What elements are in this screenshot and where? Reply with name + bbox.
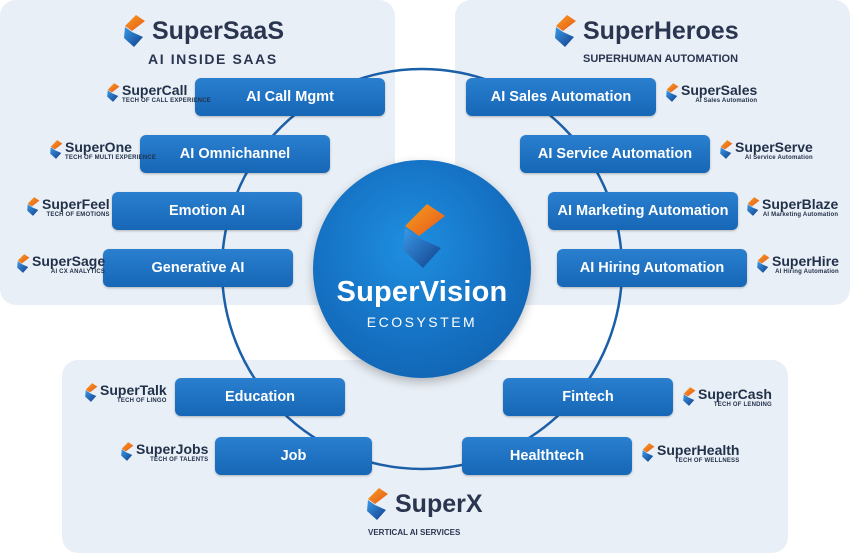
job-pill[interactable]: Job <box>215 437 372 475</box>
superhire-tag: AI Hiring Automation <box>775 269 839 275</box>
superserve-name: SuperServe <box>735 139 813 155</box>
supersales-brand: SuperSales AI Sales Automation <box>665 83 757 104</box>
superone-name: SuperOne <box>65 139 132 155</box>
ai-call-mgmt-pill[interactable]: AI Call Mgmt <box>195 78 385 116</box>
superjobs-brand: SuperJobs TECH OF TALENTS <box>120 442 208 463</box>
superone-brand: SuperOne TECH OF MULTI EXPERIENCE <box>49 140 156 161</box>
superfeel-name: SuperFeel <box>42 196 110 212</box>
supersaas-heading: SuperSaaS <box>122 15 284 47</box>
superheroes-logo-icon <box>553 15 577 47</box>
superhealth-tag: TECH OF WELLNESS <box>674 458 740 464</box>
superx-logo-icon <box>365 488 389 520</box>
healthtech-pill[interactable]: Healthtech <box>462 437 632 475</box>
superhealth-name: SuperHealth <box>657 442 740 458</box>
superx-tagline: VERTICAL AI SERVICES <box>368 528 461 537</box>
supertalk-name: SuperTalk <box>100 382 167 398</box>
superblaze-tag: AI Marketing Automation <box>762 212 839 218</box>
superone-logo-icon <box>49 140 63 159</box>
superblaze-logo-icon <box>746 197 760 216</box>
supercall-brand: SuperCall TECH OF CALL EXPERIENCE <box>106 83 211 104</box>
ai-omnichannel-pill[interactable]: AI Omnichannel <box>140 135 330 173</box>
superheroes-name: SuperHeroes <box>583 16 739 45</box>
ai-marketing-automation-pill[interactable]: AI Marketing Automation <box>548 192 738 230</box>
superhealth-logo-icon <box>641 443 655 462</box>
supercash-tag: TECH OF LENDING <box>713 402 772 408</box>
supertalk-logo-icon <box>84 383 98 402</box>
supercash-name: SuperCash <box>698 386 772 402</box>
supersales-name: SuperSales <box>681 82 758 98</box>
supersales-logo-icon <box>665 83 679 102</box>
superheroes-heading: SuperHeroes <box>553 15 739 47</box>
supersage-tag: AI CX ANALYTICS <box>50 269 106 275</box>
superserve-tag: AI Service Automation <box>744 155 813 161</box>
supersage-name: SuperSage <box>32 253 106 269</box>
superfeel-logo-icon <box>26 197 40 216</box>
superjobs-logo-icon <box>120 442 134 461</box>
ai-service-automation-pill[interactable]: AI Service Automation <box>520 135 710 173</box>
supercall-name: SuperCall <box>122 82 188 98</box>
ai-sales-automation-pill[interactable]: AI Sales Automation <box>466 78 656 116</box>
superjobs-name: SuperJobs <box>136 441 209 457</box>
superhire-logo-icon <box>756 254 770 273</box>
superblaze-brand: SuperBlaze AI Marketing Automation <box>746 197 838 218</box>
fintech-pill[interactable]: Fintech <box>503 378 673 416</box>
supercash-brand: SuperCash TECH OF LENDING <box>682 387 772 408</box>
superhealth-brand: SuperHealth TECH OF WELLNESS <box>641 443 739 464</box>
superhire-name: SuperHire <box>772 253 839 269</box>
superblaze-name: SuperBlaze <box>762 196 839 212</box>
superhire-brand: SuperHire AI Hiring Automation <box>756 254 839 275</box>
superx-name: SuperX <box>395 489 483 518</box>
superheroes-tagline: SUPERHUMAN AUTOMATION <box>583 53 739 65</box>
superserve-brand: SuperServe AI Service Automation <box>719 140 813 161</box>
supertalk-tag: TECH OF LINGO <box>117 398 167 404</box>
ai-hiring-automation-pill[interactable]: AI Hiring Automation <box>557 249 747 287</box>
supervision-center-circle: SuperVision ECOSYSTEM <box>313 160 531 378</box>
superjobs-tag: TECH OF TALENTS <box>150 457 209 463</box>
superone-tag: TECH OF MULTI EXPERIENCE <box>65 155 157 161</box>
supersaas-logo-icon <box>122 15 146 47</box>
supervision-logo-icon <box>399 204 447 268</box>
superx-heading: SuperX <box>365 488 483 520</box>
supersage-brand: SuperSage AI CX ANALYTICS <box>16 254 105 275</box>
superserve-logo-icon <box>719 140 733 159</box>
center-title: SuperVision <box>336 276 508 308</box>
center-subtitle: ECOSYSTEM <box>366 314 478 330</box>
supercall-tag: TECH OF CALL EXPERIENCE <box>122 98 211 104</box>
supercall-logo-icon <box>106 83 120 102</box>
emotion-ai-pill[interactable]: Emotion AI <box>112 192 302 230</box>
generative-ai-pill[interactable]: Generative AI <box>103 249 293 287</box>
supercash-logo-icon <box>682 387 696 406</box>
supersales-tag: AI Sales Automation <box>695 98 758 104</box>
supersaas-name: SuperSaaS <box>152 16 285 45</box>
superfeel-tag: TECH OF EMOTIONS <box>46 212 110 218</box>
supersage-logo-icon <box>16 254 30 273</box>
supertalk-brand: SuperTalk TECH OF LINGO <box>84 383 167 404</box>
superfeel-brand: SuperFeel TECH OF EMOTIONS <box>26 197 110 218</box>
supersaas-tagline: AI INSIDE SAAS <box>148 51 278 67</box>
education-pill[interactable]: Education <box>175 378 345 416</box>
